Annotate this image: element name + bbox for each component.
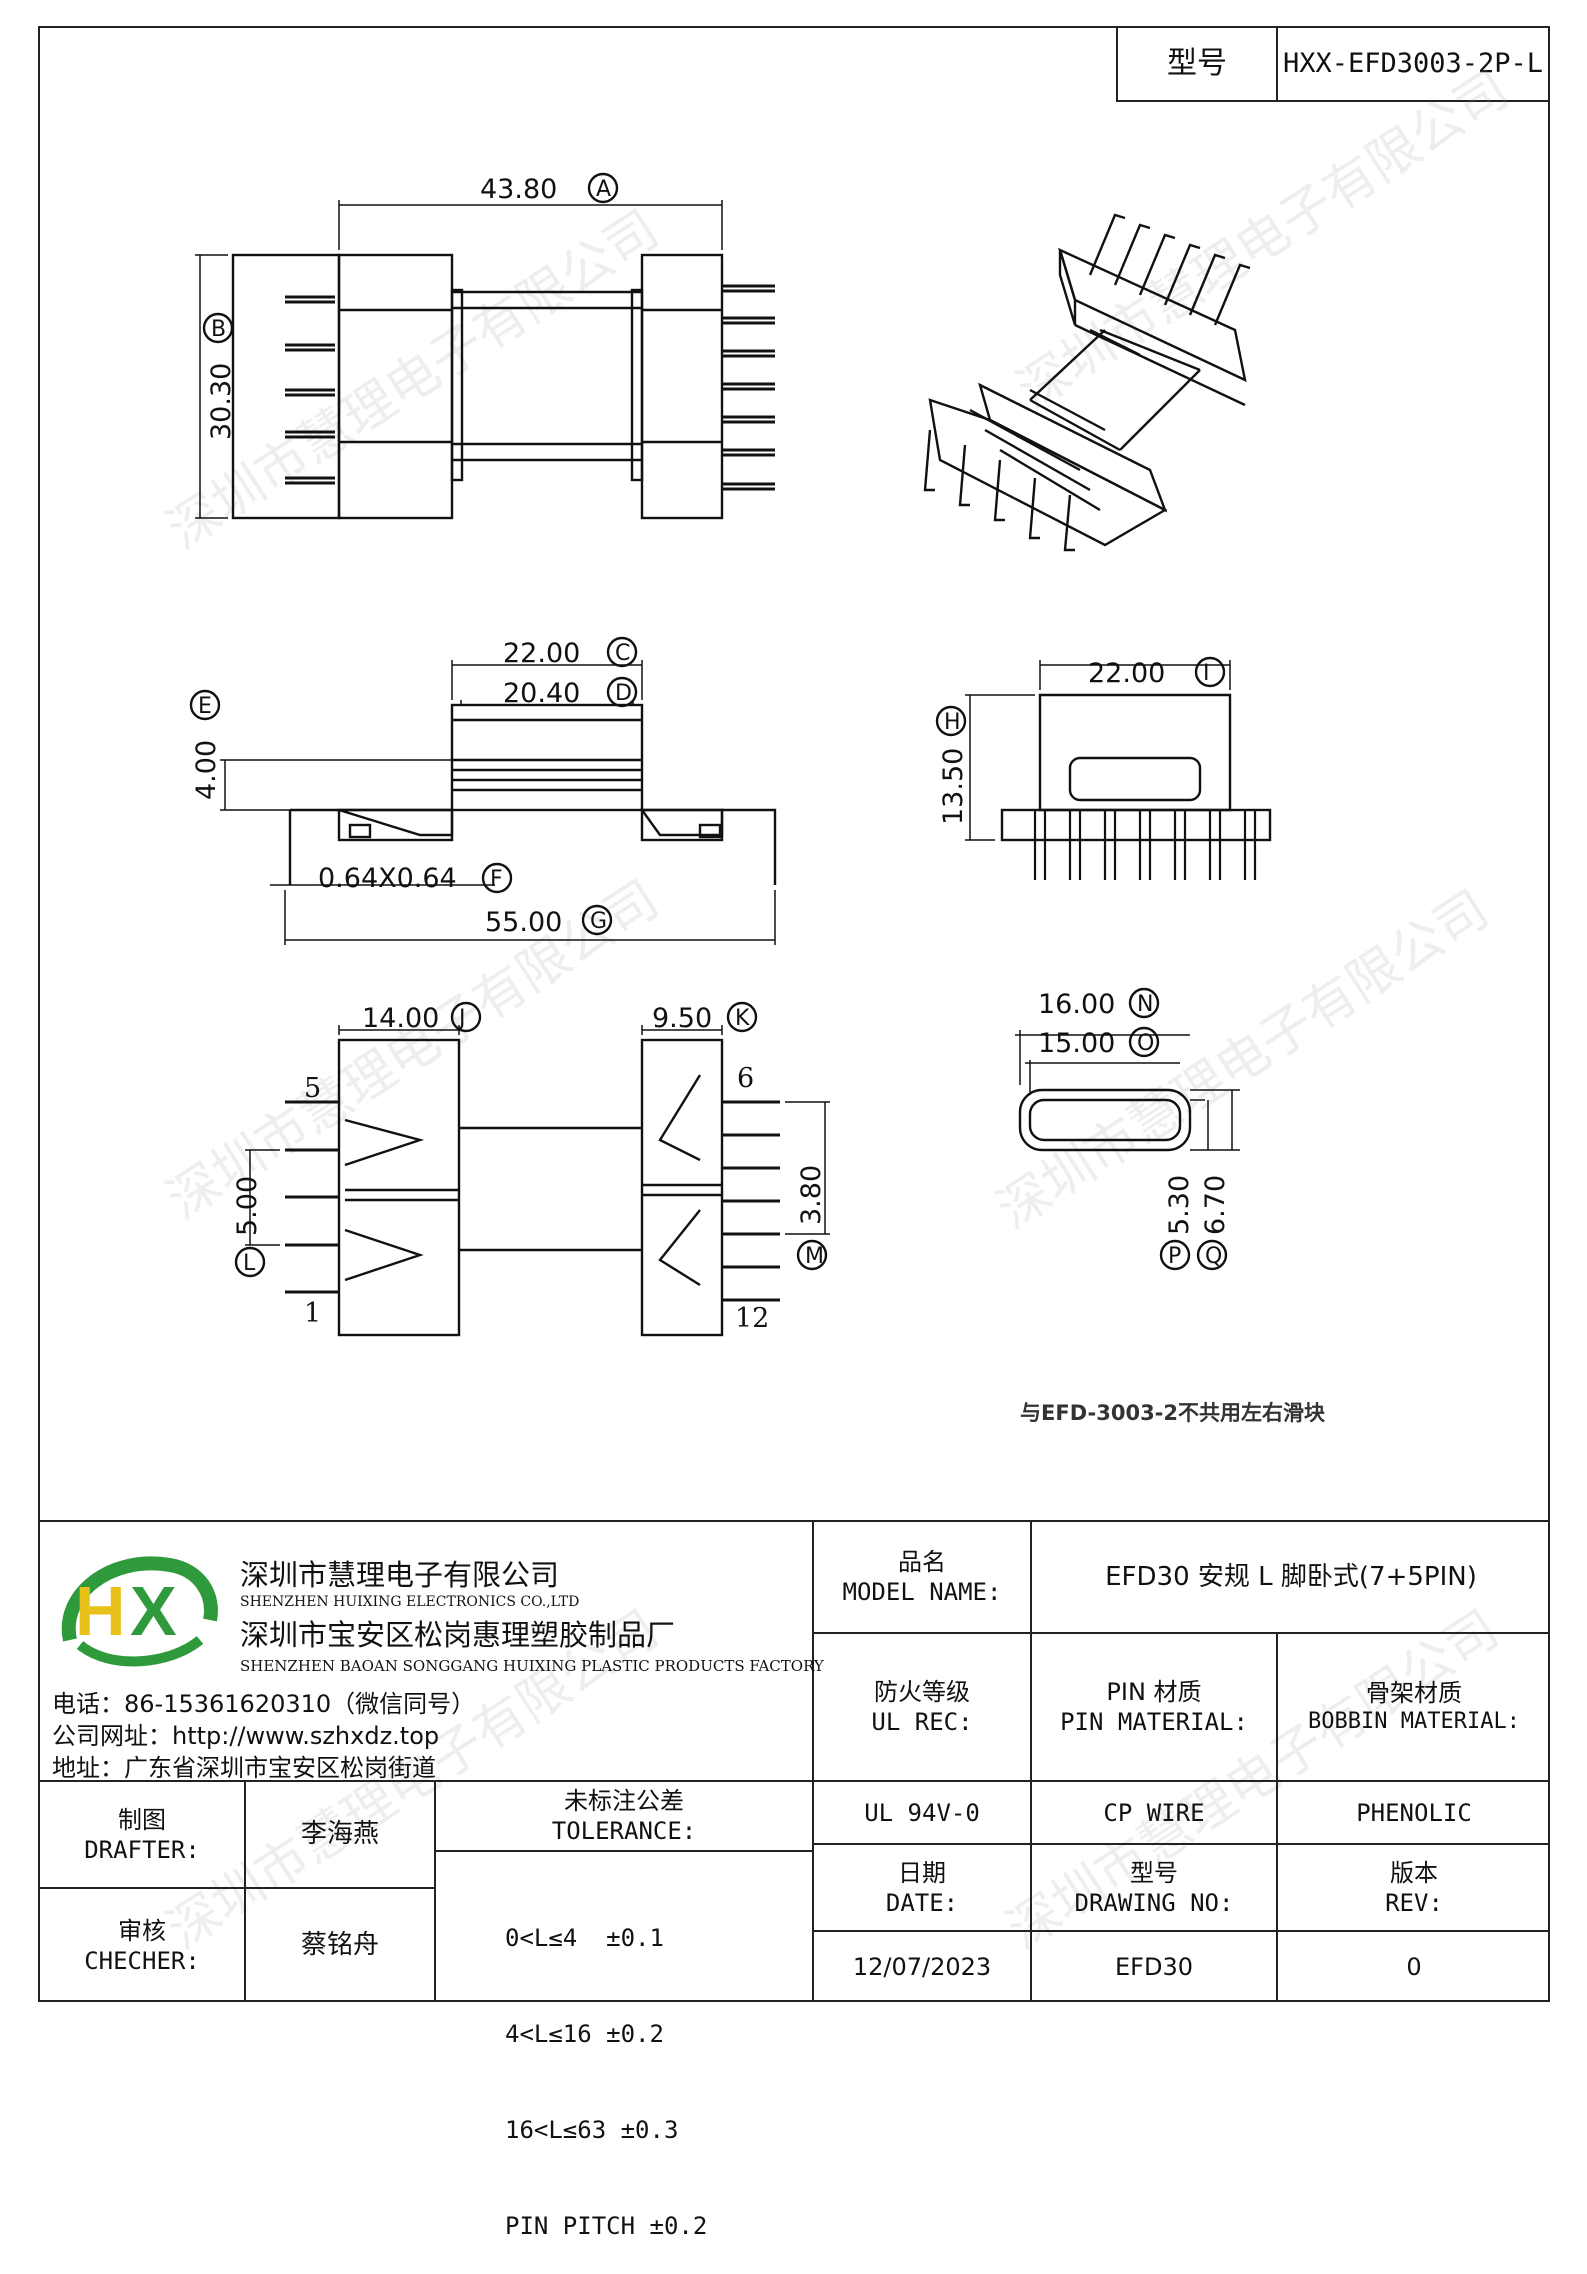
drafter-label: 制图 DRAFTER: bbox=[84, 1805, 200, 1864]
pin-number-6: 6 bbox=[737, 1063, 754, 1094]
dim-O-value: 15.00 bbox=[1038, 1028, 1115, 1059]
dim-F-value: 0.64X0.64 bbox=[318, 863, 457, 894]
isometric-view bbox=[923, 213, 1251, 552]
dim-A-value: 43.80 bbox=[480, 174, 557, 205]
logo-swoosh-green bbox=[61, 1556, 218, 1642]
logo-letter-x: X bbox=[130, 1572, 177, 1650]
pin-material-label: PIN 材质 PIN MATERIAL: bbox=[1060, 1678, 1248, 1736]
drawing-frame bbox=[38, 26, 1550, 2002]
company-website: 公司网址：http://www.szhxdz.top bbox=[52, 1722, 440, 1750]
dim-J-letter: J bbox=[457, 1006, 466, 1031]
dim-A-letter: A bbox=[596, 177, 611, 202]
dim-K-value: 9.50 bbox=[652, 1003, 712, 1034]
model-name-label: 品名 MODEL NAME: bbox=[842, 1548, 1002, 1606]
dim-I-letter: I bbox=[1203, 661, 1210, 686]
dim-H-letter: H bbox=[944, 710, 961, 735]
date-label: 日期 DATE: bbox=[885, 1858, 959, 1917]
model-box: 型号 HXX-EFD3003-2P-L bbox=[1116, 26, 1550, 102]
dim-P-value: 5.30 bbox=[1164, 1175, 1195, 1235]
dim-Q-letter: Q bbox=[1205, 1244, 1222, 1269]
drawing-no-label: 型号 DRAWING NO: bbox=[1074, 1858, 1234, 1917]
pin-number-5: 5 bbox=[304, 1073, 321, 1104]
bobbin-material-label: 骨架材质 BOBBIN MATERIAL: bbox=[1308, 1679, 1520, 1735]
rev-value: 0 bbox=[1406, 1953, 1422, 1981]
dim-F-letter: F bbox=[490, 867, 503, 892]
logo-letter-h: H bbox=[75, 1572, 126, 1650]
checker-label: 审核 CHECHER: bbox=[84, 1916, 200, 1975]
tolerance-line: 0<L≤4 ±0.1 bbox=[505, 1924, 664, 1952]
date-value: 12/07/2023 bbox=[852, 1953, 992, 1981]
pin-number-12: 12 bbox=[735, 1303, 769, 1334]
dim-K-letter: K bbox=[735, 1006, 750, 1031]
dim-N-value: 16.00 bbox=[1038, 989, 1115, 1020]
rev-label: 版本 REV: bbox=[1385, 1858, 1443, 1917]
factory-name-cn: 深圳市宝安区松岗惠理塑胶制品厂 bbox=[240, 1618, 676, 1652]
dim-B-letter: B bbox=[211, 317, 226, 342]
tolerance-line: 16<L≤63 ±0.3 bbox=[505, 2116, 679, 2144]
dim-B-value: 30.30 bbox=[206, 363, 237, 440]
dim-N-letter: N bbox=[1137, 992, 1153, 1017]
tolerance-line: PIN PITCH ±0.2 bbox=[505, 2212, 708, 2240]
pin-number-1: 1 bbox=[304, 1298, 321, 1329]
dim-L-letter: L bbox=[243, 1251, 256, 1276]
tolerance-line: 4<L≤16 ±0.2 bbox=[505, 2020, 664, 2048]
model-label: 型号 bbox=[1118, 28, 1278, 100]
dim-D-value: 20.40 bbox=[503, 678, 580, 709]
drafter-value: 李海燕 bbox=[300, 1819, 379, 1850]
dim-P-letter: P bbox=[1168, 1244, 1181, 1269]
tolerance-label: 未标注公差 TOLERANCE: bbox=[551, 1787, 697, 1845]
section-view bbox=[1015, 1030, 1240, 1152]
company-name-cn: 深圳市慧理电子有限公司 bbox=[240, 1558, 560, 1592]
technical-drawing: 43.80 A 30.30 B 22.00 C 20.40 D 4.00 E 0… bbox=[189, 172, 1326, 1425]
drawing-no-value: EFD30 bbox=[1115, 1953, 1193, 1981]
dim-C-value: 22.00 bbox=[503, 638, 580, 669]
front-view bbox=[965, 660, 1272, 880]
pin-material-value: CP WIRE bbox=[1103, 1798, 1205, 1827]
ul-rec-label: 防火等级 UL REC: bbox=[871, 1678, 973, 1736]
dim-M-value: 3.80 bbox=[796, 1165, 827, 1225]
bobbin-material-value: PHENOLIC bbox=[1356, 1798, 1472, 1827]
company-address: 地址：广东省深圳市宝安区松岗街道 bbox=[52, 1754, 436, 1782]
factory-name-en: SHENZHEN BAOAN SONGGANG HUIXING PLASTIC … bbox=[240, 1657, 824, 1675]
logo-swoosh-lower bbox=[76, 1636, 204, 1667]
dim-Q-value: 6.70 bbox=[1200, 1175, 1231, 1235]
model-value: HXX-EFD3003-2P-L bbox=[1282, 48, 1544, 80]
dim-G-letter: G bbox=[590, 909, 607, 934]
company-phone: 电话：86-15361620310（微信同号） bbox=[52, 1690, 476, 1718]
ul-rec-value: UL 94V-0 bbox=[864, 1798, 980, 1827]
dim-M-letter: M bbox=[805, 1244, 824, 1269]
dim-H-value: 13.50 bbox=[938, 748, 969, 825]
dim-O-letter: O bbox=[1137, 1031, 1154, 1056]
dim-C-letter: C bbox=[615, 641, 630, 666]
side-view bbox=[220, 660, 777, 945]
checker-value: 蔡铭舟 bbox=[300, 1930, 379, 1961]
top-view bbox=[195, 200, 775, 520]
tolerance-table: 0<L≤4 ±0.1 4<L≤16 ±0.2 16<L≤63 ±0.3 PIN … bbox=[505, 1858, 707, 2274]
company-logo: H X bbox=[61, 1556, 218, 1667]
drawing-note: 与EFD-3003-2不共用左右滑块 bbox=[1020, 1401, 1326, 1425]
company-name-en: SHENZHEN HUIXING ELECTRONICS CO.,LTD bbox=[240, 1594, 580, 1610]
dim-L-value: 5.00 bbox=[232, 1176, 263, 1236]
bottom-view bbox=[245, 1025, 830, 1337]
dim-I-value: 22.00 bbox=[1088, 658, 1165, 689]
dim-J-value: 14.00 bbox=[362, 1003, 439, 1034]
dim-E-value: 4.00 bbox=[191, 740, 222, 800]
dim-D-letter: D bbox=[615, 681, 632, 706]
dim-G-value: 55.00 bbox=[485, 907, 562, 938]
model-name-value: EFD30 安规 L 脚卧式(7+5PIN) bbox=[1105, 1561, 1477, 1592]
dim-E-letter: E bbox=[198, 694, 212, 719]
